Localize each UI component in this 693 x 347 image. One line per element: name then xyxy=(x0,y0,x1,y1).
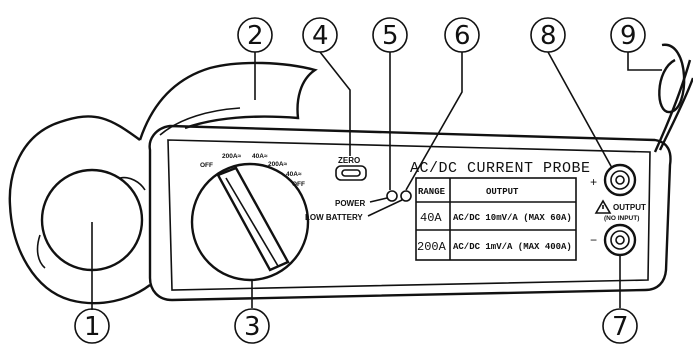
callout-2-number: 2 xyxy=(247,21,264,51)
table-row-range: 200A xyxy=(417,240,447,254)
negative-terminal[interactable] xyxy=(603,223,637,257)
negative-terminal-ring xyxy=(610,230,630,250)
callout-7-circle xyxy=(602,308,638,344)
callout-1-number: 1 xyxy=(84,312,101,342)
low-battery-label: LOW BATTERY xyxy=(305,213,363,222)
dial-right-200a: 200A≈ xyxy=(268,161,288,168)
callout-6-number: 6 xyxy=(454,21,471,51)
upper-jaw xyxy=(138,61,318,141)
power-led xyxy=(386,190,398,202)
table-row-range: 40A xyxy=(420,211,442,225)
power-leader xyxy=(369,197,388,203)
dial-left-off: OFF xyxy=(200,162,213,169)
jaw-tip-top xyxy=(119,176,146,191)
callout-5-number: 5 xyxy=(382,21,399,51)
jaw-tip-bottom xyxy=(36,234,46,269)
output-cable xyxy=(653,43,693,153)
rotary-dial[interactable] xyxy=(190,162,310,282)
callout-9-circle xyxy=(610,17,646,53)
terminal-plus-sign: + xyxy=(590,176,597,190)
callout-8-leader xyxy=(547,51,613,169)
probe-body-inner xyxy=(167,139,651,291)
positive-terminal-core xyxy=(615,175,625,185)
zero-button[interactable] xyxy=(335,165,367,181)
callout-4-circle xyxy=(302,17,338,53)
clamp-jaw-outline xyxy=(8,115,151,305)
probe-title: AC/DC CURRENT PROBE xyxy=(410,160,591,177)
range-table: RANGE OUTPUT 40A AC/DC 10mV/A (MAX 60A) … xyxy=(415,177,577,261)
table-row-output: AC/DC 1mV/A (MAX 400A) xyxy=(453,242,572,252)
positive-terminal[interactable] xyxy=(603,163,637,197)
callout-3-circle xyxy=(234,308,270,344)
negative-terminal-core xyxy=(615,235,625,245)
callout-7-number: 7 xyxy=(612,312,629,342)
low-battery-led xyxy=(400,190,412,202)
warning-icon xyxy=(594,199,612,214)
callout-4-leader xyxy=(319,51,351,156)
dial-left-200a: 200A≈ xyxy=(222,153,242,160)
zero-button-inner xyxy=(341,169,361,177)
table-row-output: AC/DC 10mV/A (MAX 60A) xyxy=(453,213,572,223)
dial-knob[interactable] xyxy=(216,166,290,272)
callout-6-leader xyxy=(405,52,463,191)
table-header-output: OUTPUT xyxy=(486,187,519,197)
callout-9-number: 9 xyxy=(620,21,637,51)
terminal-minus-sign: − xyxy=(590,234,597,248)
power-label: POWER xyxy=(335,199,365,208)
callout-2-circle xyxy=(237,17,273,53)
callout-5-circle xyxy=(372,17,408,53)
callout-4-number: 4 xyxy=(312,21,329,51)
dial-right-40a: 40A≈ xyxy=(286,171,302,178)
probe-body xyxy=(148,124,672,302)
jaw-inner-curve xyxy=(159,107,241,136)
callout-6-circle xyxy=(444,17,480,53)
zero-label: ZERO xyxy=(338,156,360,165)
callout-8-number: 8 xyxy=(540,21,557,51)
callout-8-circle xyxy=(530,17,566,53)
no-input-label: (NO INPUT) xyxy=(604,215,639,222)
output-label: OUTPUT xyxy=(613,203,646,212)
table-header-range: RANGE xyxy=(418,187,446,197)
dial-right-off: OFF xyxy=(292,181,305,188)
callout-1-circle xyxy=(74,308,110,344)
callout-3-number: 3 xyxy=(244,312,261,342)
low-battery-leader xyxy=(367,199,403,217)
callout-9-leader xyxy=(627,52,662,71)
dial-left-40a: 40A≈ xyxy=(252,153,268,160)
positive-terminal-ring xyxy=(610,170,630,190)
